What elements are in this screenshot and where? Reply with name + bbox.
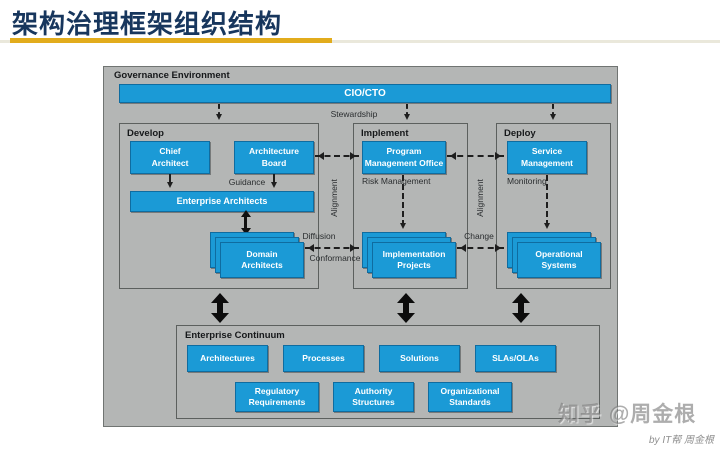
solutions-box: Solutions — [379, 345, 460, 372]
implementation-projects-box: Implementation Projects — [372, 242, 456, 278]
deploy-label: Deploy — [504, 128, 536, 139]
risk-management-arrow — [400, 175, 406, 229]
governance-environment-panel: Governance Environment CIO/CTO Stewardsh… — [103, 66, 618, 427]
domain-implementation-link-arrow — [305, 244, 359, 252]
alignment-left-label: Alignment — [329, 179, 339, 217]
organizational-standards-box: Organizational Standards — [428, 382, 512, 412]
diffusion-label: Diffusion — [302, 231, 336, 241]
zhihu-watermark: 知乎 @周金根 — [558, 403, 697, 426]
authority-structures-box: Authority Structures — [333, 382, 414, 412]
implement-column: Implement Program Management Office Risk… — [353, 123, 468, 289]
change-label: Change — [464, 231, 494, 241]
stewardship-label: Stewardship — [330, 109, 378, 119]
cio-cto-bar: CIO/CTO — [119, 84, 611, 103]
enterprise-continuum-label: Enterprise Continuum — [185, 330, 285, 341]
develop-column: Develop Chief Architect Architecture Boa… — [119, 123, 319, 289]
deploy-column: Deploy Service Management Monitoring Ope… — [496, 123, 611, 289]
guidance-label: Guidance — [228, 177, 266, 187]
service-management-box: Service Management — [507, 141, 587, 174]
develop-label: Develop — [127, 128, 164, 139]
chief-architect-guidance-arrow — [167, 174, 173, 188]
enterprise-architects-bar: Enterprise Architects — [130, 191, 314, 212]
chief-architect-box: Chief Architect — [130, 141, 210, 174]
title-underline — [10, 38, 332, 43]
enterprise-continuum-panel: Enterprise Continuum Architectures Proce… — [176, 325, 600, 419]
stewardship-arrow-deploy — [550, 104, 556, 120]
header-divider — [0, 40, 720, 43]
architectures-box: Architectures — [187, 345, 268, 372]
board-pmo-link-arrow — [315, 152, 359, 160]
operational-systems-stack: Operational Systems — [507, 232, 601, 278]
architecture-board-box: Architecture Board — [234, 141, 314, 174]
monitoring-label: Monitoring — [507, 176, 547, 186]
architecture-board-guidance-arrow — [271, 174, 277, 188]
page-title: 架构治理框架组织结构 — [12, 9, 283, 39]
author-byline: by IT帮 周金根 — [648, 435, 714, 446]
implementation-operational-link-arrow — [457, 244, 504, 252]
develop-continuum-arrow — [211, 293, 229, 323]
governance-environment-label: Governance Environment — [114, 70, 230, 81]
program-management-office-box: Program Management Office — [362, 141, 446, 174]
alignment-right-label: Alignment — [475, 179, 485, 217]
operational-systems-box: Operational Systems — [517, 242, 601, 278]
slas-olas-box: SLAs/OLAs — [475, 345, 556, 372]
implement-label: Implement — [361, 128, 409, 139]
stewardship-arrow-develop — [216, 104, 222, 120]
domain-architects-stack: Domain Architects — [210, 232, 304, 278]
stewardship-arrow-implement — [404, 104, 410, 120]
processes-box: Processes — [283, 345, 364, 372]
domain-architects-box: Domain Architects — [220, 242, 304, 278]
deploy-continuum-arrow — [512, 293, 530, 323]
ea-domain-double-arrow — [244, 216, 247, 229]
monitoring-arrow — [544, 175, 550, 229]
regulatory-requirements-box: Regulatory Requirements — [235, 382, 319, 412]
implement-continuum-arrow — [397, 293, 415, 323]
risk-management-label: Risk Management — [362, 176, 431, 186]
pmo-service-link-arrow — [447, 152, 504, 160]
implementation-projects-stack: Implementation Projects — [362, 232, 456, 278]
conformance-label: Conformance — [309, 253, 361, 263]
